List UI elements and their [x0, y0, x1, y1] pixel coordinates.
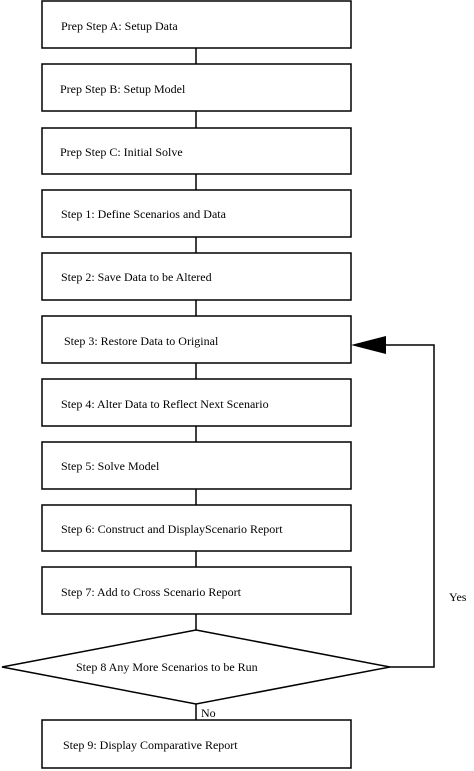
- box-step-4: [41, 378, 352, 427]
- step-3-label: Step 3: Restore Data to Original: [64, 334, 219, 348]
- no-label: No: [201, 706, 216, 720]
- box-step-7: [41, 566, 352, 615]
- step-9-label: Step 9: Display Comparative Report: [63, 738, 238, 752]
- box-step-9: [41, 719, 352, 769]
- step-4-label: Step 4: Alter Data to Reflect Next Scena…: [61, 397, 269, 411]
- process-boxes: [41, 0, 352, 769]
- box-step-2: [41, 252, 352, 301]
- prep-a-label: Prep Step A: Setup Data: [61, 19, 178, 33]
- box-prep-c: [41, 127, 352, 175]
- box-prep-b: [41, 63, 352, 112]
- box-prep-a: [41, 0, 352, 49]
- yes-label: Yes: [449, 590, 467, 604]
- prep-c-label: Prep Step C: Initial Solve: [60, 145, 183, 159]
- step-5-label: Step 5: Solve Model: [61, 459, 160, 473]
- decision-label: Step 8 Any More Scenarios to be Run: [76, 660, 258, 674]
- box-step-5: [41, 441, 352, 490]
- arrowhead-icon: [351, 336, 386, 354]
- step-2-label: Step 2: Save Data to be Altered: [61, 270, 212, 284]
- box-step-1: [41, 189, 352, 238]
- prep-b-label: Prep Step B: Setup Model: [60, 82, 186, 96]
- box-step-6: [41, 504, 352, 552]
- box-step-3: [41, 315, 352, 364]
- step-7-label: Step 7: Add to Cross Scenario Report: [61, 585, 242, 599]
- step-1-label: Step 1: Define Scenarios and Data: [61, 207, 227, 221]
- decision-diamond: [1, 629, 391, 705]
- yes-loop-line: [385, 344, 435, 668]
- step-6-label: Step 6: Construct and DisplayScenario Re…: [61, 522, 283, 536]
